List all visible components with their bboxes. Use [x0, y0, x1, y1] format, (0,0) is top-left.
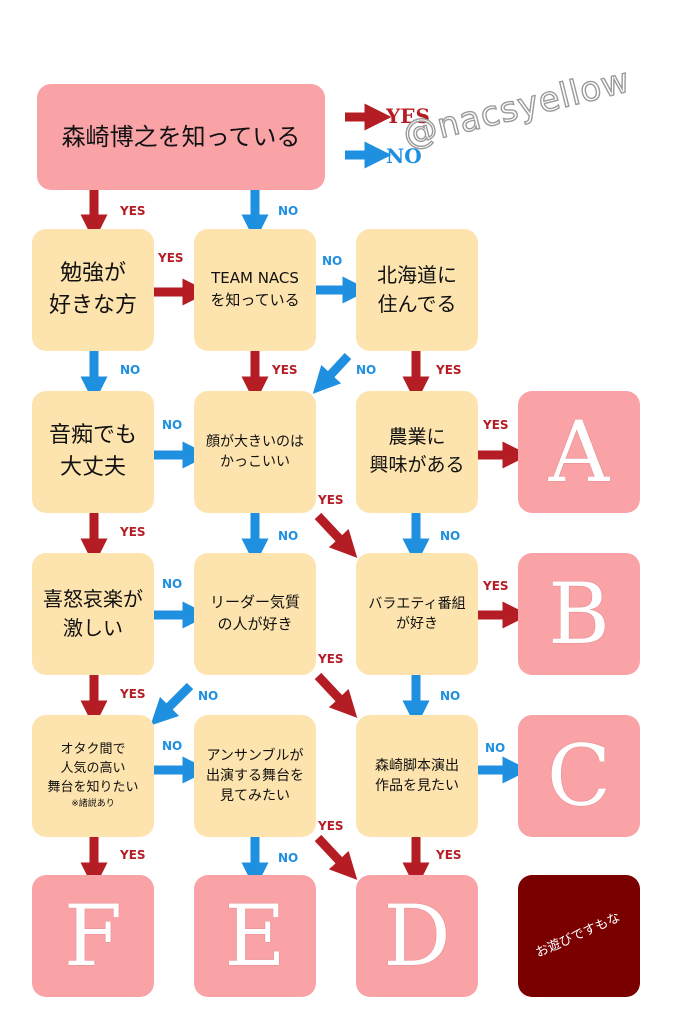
arrow-ensemble-yes — [314, 834, 358, 880]
question-study: 勉強が 好きな方 — [32, 229, 154, 351]
edge-label-otaku-yes: YES — [120, 848, 146, 862]
result-f: F — [32, 875, 154, 997]
edge-label-onchi-no: NO — [162, 418, 183, 432]
result-e: E — [194, 875, 316, 997]
result-e-letter: E — [224, 887, 286, 985]
question-onchi: 音痴でも 大丈夫 — [32, 391, 154, 513]
edge-label-nacs-yes: YES — [272, 363, 298, 377]
result-a: A — [518, 391, 640, 513]
question-start-text: 森崎博之を知っている — [61, 122, 301, 151]
edge-label-study-yes: YES — [158, 251, 184, 265]
result-b-letter: B — [548, 565, 610, 663]
edge-label-hokkaido-no: NO — [356, 363, 377, 377]
result-b: B — [518, 553, 640, 675]
question-study-text: 勉強が 好きな方 — [48, 261, 137, 318]
edge-label-nacs-no: NO — [322, 254, 343, 268]
question-hokkaido-text: 北海道に 住んでる — [377, 263, 457, 316]
question-team-nacs: TEAM NACS を知っている — [194, 229, 316, 351]
question-kido-text: 喜怒哀楽が 激しい — [43, 587, 143, 640]
edge-label-morisaki-yes: YES — [436, 848, 462, 862]
result-d-letter: D — [383, 887, 451, 985]
question-otaku-text: オタク間で 人気の高い 舞台を知りたい — [47, 742, 139, 795]
question-otaku-note: ※諸説あり — [71, 798, 115, 809]
edge-label-variety-yes: YES — [483, 579, 509, 593]
result-special: お遊びですもな — [518, 875, 640, 997]
edge-label-start-no: NO — [278, 204, 299, 218]
edge-label-study-no: NO — [120, 363, 141, 377]
result-c: C — [518, 715, 640, 837]
edge-label-leader-no: NO — [198, 689, 219, 703]
edge-label-leader-yes: YES — [318, 652, 344, 666]
result-d: D — [356, 875, 478, 997]
result-f-letter: F — [63, 887, 123, 985]
question-leader: リーダー気質 の人が好き — [194, 553, 316, 675]
legend-no-label: NO — [386, 144, 422, 168]
question-hokkaido: 北海道に 住んでる — [356, 229, 478, 351]
edge-label-nogyo-yes: YES — [483, 418, 509, 432]
arrow-hokkaido-no — [312, 352, 352, 394]
question-kao-text: 顔が大きいのは かっこいい — [206, 433, 304, 470]
arrow-leader-yes — [314, 672, 358, 718]
edge-label-kido-yes: YES — [120, 687, 146, 701]
result-c-letter: C — [546, 727, 612, 825]
question-morisaki-text: 森崎脚本演出 作品を見たい — [375, 757, 459, 794]
result-a-letter: A — [548, 403, 610, 501]
edge-label-kao-yes: YES — [318, 493, 344, 507]
question-variety-text: バラエティ番組 が好き — [368, 595, 466, 632]
arrow-kao-yes — [314, 512, 358, 558]
edge-label-start-yes: YES — [120, 204, 146, 218]
edge-label-hokkaido-yes: YES — [436, 363, 462, 377]
arrow-leader-no — [150, 682, 194, 726]
legend-yes-label: YES — [386, 104, 430, 128]
result-special-text: お遊びですもな — [533, 909, 624, 961]
question-variety: バラエティ番組 が好き — [356, 553, 478, 675]
edge-label-onchi-yes: YES — [120, 525, 146, 539]
edge-label-nogyo-no: NO — [440, 529, 461, 543]
edge-label-ensemble-no: NO — [278, 851, 299, 865]
question-team-nacs-text: TEAM NACS を知っている — [210, 269, 300, 309]
edge-label-otaku-no: NO — [162, 739, 183, 753]
edge-label-ensemble-yes: YES — [318, 819, 344, 833]
question-leader-text: リーダー気質 の人が好き — [209, 593, 300, 633]
edge-label-kido-no: NO — [162, 577, 183, 591]
question-nogyo: 農業に 興味がある — [356, 391, 478, 513]
question-kao: 顔が大きいのは かっこいい — [194, 391, 316, 513]
question-nogyo-text: 農業に 興味がある — [369, 426, 465, 476]
question-kido: 喜怒哀楽が 激しい — [32, 553, 154, 675]
edge-label-kao-no: NO — [278, 529, 299, 543]
edge-label-morisaki-no: NO — [485, 741, 506, 755]
question-ensemble: アンサンブルが 出演する舞台を 見てみたい — [194, 715, 316, 837]
question-start: 森崎博之を知っている — [37, 84, 325, 190]
question-morisaki: 森崎脚本演出 作品を見たい — [356, 715, 478, 837]
question-otaku: オタク間で 人気の高い 舞台を知りたい ※諸説あり — [32, 715, 154, 837]
question-ensemble-text: アンサンブルが 出演する舞台を 見てみたい — [206, 747, 304, 805]
question-onchi-text: 音痴でも 大丈夫 — [48, 423, 137, 480]
edge-label-variety-no: NO — [440, 689, 461, 703]
